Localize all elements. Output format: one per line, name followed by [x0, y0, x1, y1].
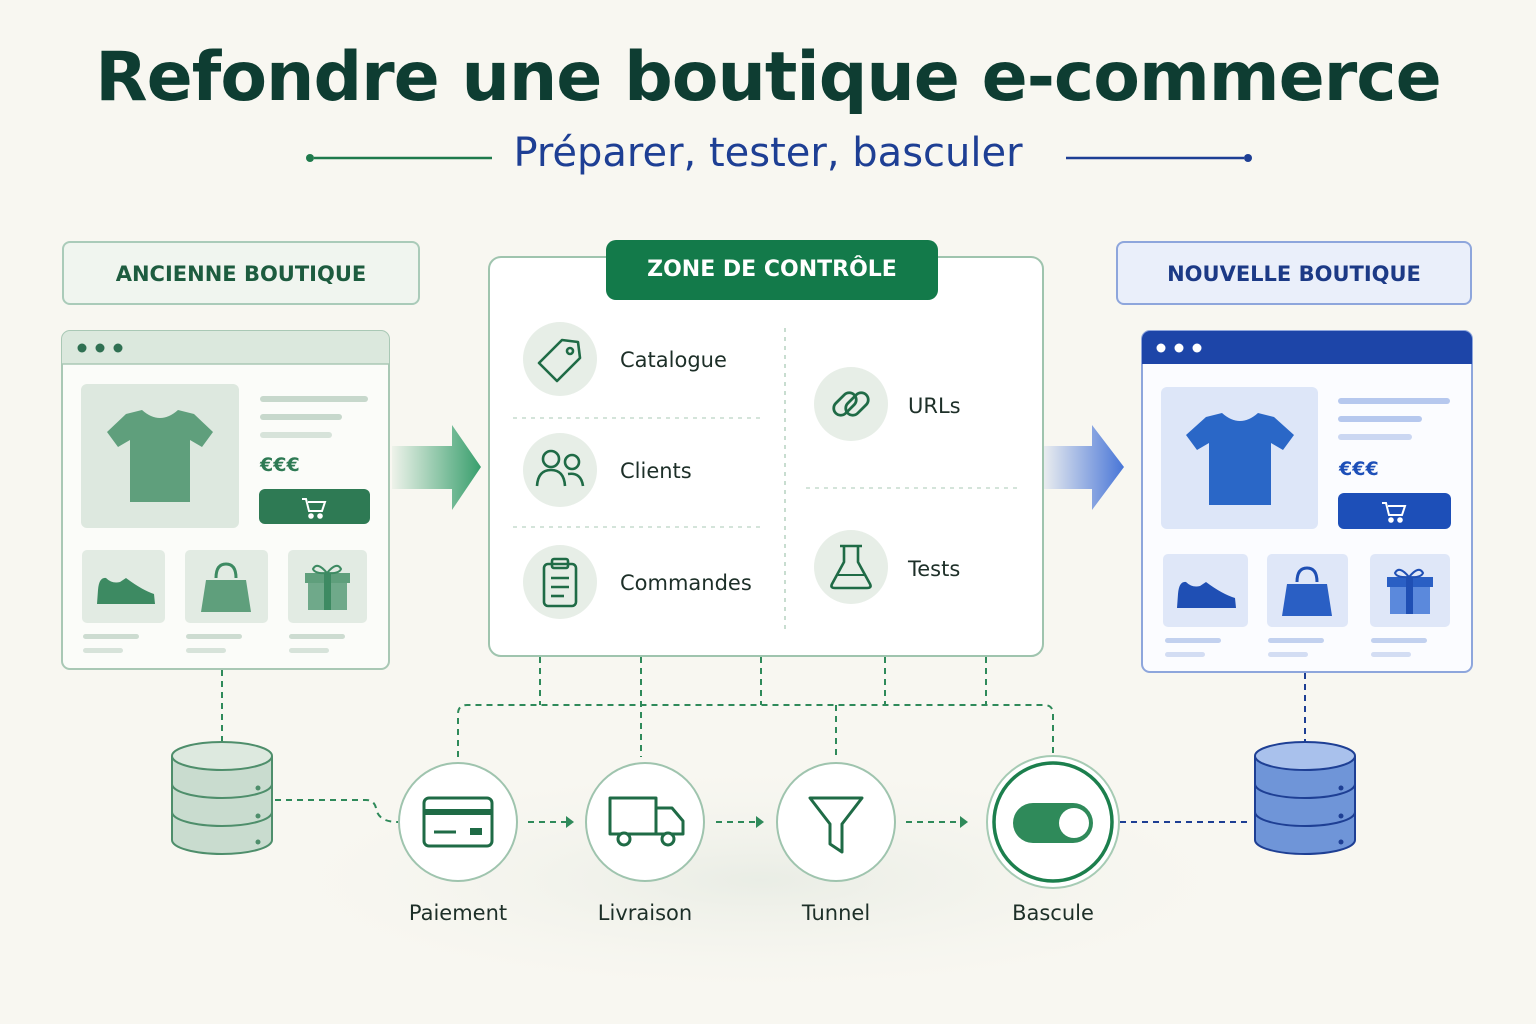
step-label-paiement: Paiement	[408, 901, 508, 925]
step-tunnel-circle	[776, 762, 896, 882]
bag-icon	[1282, 566, 1332, 616]
step-label-bascule: Bascule	[1012, 901, 1094, 925]
step-bascule-circle	[986, 755, 1120, 889]
step-paiement-circle	[398, 762, 518, 882]
new-store-price: €€€	[1339, 458, 1379, 480]
cart-icon	[302, 498, 327, 519]
shoe-icon	[1177, 581, 1236, 608]
step-label-livraison: Livraison	[597, 901, 693, 925]
new-database-icon	[1254, 741, 1356, 855]
page-subtitle: Préparer, tester, basculer	[513, 130, 1023, 176]
control-item-urls: URLs	[908, 394, 961, 418]
step-arrows	[528, 816, 968, 828]
link-icon	[832, 391, 870, 417]
step-label-tunnel: Tunnel	[801, 901, 871, 925]
old-database-icon	[171, 741, 273, 855]
new-store-window	[1141, 330, 1473, 673]
arrow-old-to-control	[392, 425, 481, 510]
subtitle-decoration-right	[1066, 154, 1252, 162]
gift-icon	[305, 564, 350, 610]
control-zone-header: ZONE DE CONTRÔLE	[606, 240, 938, 300]
old-store-window	[61, 330, 390, 670]
old-store-price: €€€	[260, 454, 300, 476]
users-icon	[535, 449, 585, 487]
clipboard-icon	[542, 557, 578, 608]
tag-icon	[537, 338, 582, 383]
credit-card-icon	[422, 796, 494, 848]
control-zone-panel	[488, 256, 1044, 657]
shoe-icon	[97, 577, 155, 604]
gift-icon	[1387, 568, 1433, 614]
tshirt-icon	[1186, 413, 1294, 505]
control-item-clients: Clients	[620, 459, 692, 483]
step-livraison-circle	[585, 762, 705, 882]
control-connectors	[457, 657, 1054, 757]
new-store-label: NOUVELLE BOUTIQUE	[1116, 241, 1472, 305]
page-title: Refondre une boutique e-commerce	[95, 38, 1441, 117]
bag-icon	[201, 562, 251, 612]
control-item-catalogue: Catalogue	[620, 348, 727, 372]
toggle-icon	[1013, 803, 1093, 843]
db-to-payment-connector	[275, 799, 399, 823]
cart-icon	[1382, 502, 1407, 523]
subtitle-decoration-left	[306, 154, 492, 162]
old-store-label: ANCIENNE BOUTIQUE	[62, 241, 420, 305]
control-item-tests: Tests	[908, 557, 961, 581]
tshirt-icon	[107, 410, 213, 502]
truck-icon	[608, 796, 685, 847]
funnel-icon	[808, 796, 864, 854]
flask-icon	[830, 544, 872, 590]
arrow-control-to-new	[1044, 425, 1124, 510]
control-item-commandes: Commandes	[620, 571, 752, 595]
